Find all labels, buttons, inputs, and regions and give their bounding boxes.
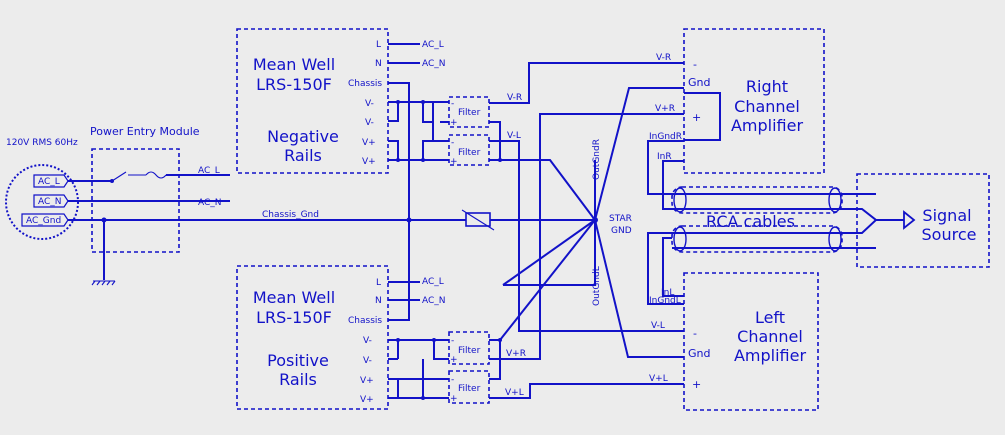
filter-1: Filter [448, 96, 490, 128]
net-in-r: InR [657, 152, 672, 162]
psu-mains-wiring: AC_L AC_N AC_L AC_N Chassis_Gnd [262, 40, 495, 321]
right-amplifier: Right Channel Amplifier - Gnd + InGndR I… [649, 28, 825, 174]
svg-text:+: + [450, 394, 458, 404]
psu-neg-pin-vm1: V- [365, 99, 374, 109]
psu-neg-pin-vp1: V+ [362, 138, 376, 148]
pem-out-l: AC_L [198, 166, 220, 176]
right-amp-minus: - [693, 58, 697, 71]
psu-pos-pin-vp2: V+ [360, 395, 374, 405]
net-vp-r-bot: V+R [506, 349, 526, 359]
mains-ac-l: AC_L [38, 177, 60, 187]
psu-pos-pin-vm1: V- [363, 336, 372, 346]
net-v-l-top: V-L [507, 131, 521, 141]
left-amp-minus: - [693, 327, 697, 340]
svg-text:+: + [450, 118, 458, 128]
pem-out-n: AC_N [198, 198, 222, 208]
svg-text:-: - [451, 375, 454, 385]
right-amp-line2: Channel [734, 97, 800, 116]
right-amp-line3: Amplifier [731, 116, 804, 135]
filter-4-label: Filter [458, 384, 481, 394]
net-chassis-gnd: Chassis_Gnd [262, 210, 319, 220]
psu-neg-line2: LRS-150F [256, 75, 332, 94]
psu-neg-pin-vp2: V+ [362, 157, 376, 167]
psu-pos-line2: LRS-150F [256, 308, 332, 327]
signal-source: Signal Source [856, 173, 990, 268]
bot-net-ac-l: AC_L [422, 277, 444, 287]
filter-3: Filter [448, 331, 490, 365]
positive-rail-wiring: - + - + V+R V+R V+L V+L V-L [388, 104, 684, 404]
filter-4: Filter [448, 370, 490, 404]
net-v-l-bot: V-L [651, 321, 665, 331]
right-amp-gnd: Gnd [688, 76, 710, 89]
mains-ac-n: AC_N [38, 197, 62, 207]
psu-neg-pin-vm2: V- [365, 118, 374, 128]
psu-pos-line1: Mean Well [253, 288, 335, 307]
psu-pos-rails2: Rails [279, 370, 317, 389]
psu-pos-pin-vm2: V- [363, 356, 372, 366]
psu-pos-pin-vp1: V+ [360, 376, 374, 386]
net-out-gnd-l: OutGndL [592, 266, 602, 306]
negative-rail-wiring: - + - + V-R V-R V-L [388, 53, 684, 332]
psu-neg-pin-l: L [376, 40, 381, 50]
net-v-r-top: V-R [656, 53, 671, 63]
net-v-r-mid: V-R [507, 93, 522, 103]
net-in-l: InL [661, 288, 674, 298]
filter-2-label: Filter [458, 148, 481, 158]
filter-1-label: Filter [458, 108, 481, 118]
psu-neg-rails2: Rails [284, 146, 322, 165]
net-vp-r-top: V+R [655, 104, 675, 114]
top-net-ac-l: AC_L [422, 40, 444, 50]
left-amp-line1: Left [755, 308, 785, 327]
mains-source: 120V RMS 60Hz AC_L AC_N AC_Gnd [5, 138, 79, 240]
filter-2: Filter [448, 134, 490, 166]
right-amp-line1: Right [746, 77, 788, 96]
svg-text:-: - [451, 138, 454, 148]
mains-label: 120V RMS 60Hz [6, 138, 78, 148]
left-amplifier: Left Channel Amplifier - Gnd + InL InGnd… [649, 272, 819, 411]
star-line2: GND [611, 226, 632, 236]
net-in-gnd-l: InGndL [649, 296, 681, 306]
top-net-ac-n: AC_N [422, 59, 446, 69]
power-entry-module: Power Entry Module AC_L AC_N [68, 125, 595, 286]
net-vp-l-right: V+L [649, 374, 668, 384]
earth-ground-icon [91, 280, 116, 286]
net-out-gnd-r: OutGndR [592, 139, 602, 180]
signal-line1: Signal [922, 206, 971, 225]
svg-text:+: + [450, 355, 458, 365]
bot-net-ac-n: AC_N [422, 296, 446, 306]
psu-neg-rails1: Negative [267, 127, 339, 146]
psu-pos-pin-l: L [376, 278, 381, 288]
mains-ac-gnd: AC_Gnd [26, 216, 61, 226]
signal-line2: Source [922, 225, 977, 244]
psu-negative: Mean Well LRS-150F Negative Rails L N Ch… [236, 28, 389, 174]
psu-positive: Mean Well LRS-150F Positive Rails L N Ch… [236, 265, 389, 410]
psu-pos-pin-chassis: Chassis [348, 316, 382, 326]
net-in-gnd-r: InGndR [649, 132, 682, 142]
psu-pos-pin-n: N [375, 296, 382, 306]
thermistor-icon [461, 209, 495, 231]
net-vp-l-bot: V+L [505, 388, 524, 398]
rca-cables: RCA cables [647, 140, 916, 305]
psu-neg-pin-chassis: Chassis [348, 79, 382, 89]
left-amp-gnd: Gnd [688, 347, 710, 360]
left-amp-line3: Amplifier [734, 346, 807, 365]
psu-neg-pin-n: N [375, 59, 382, 69]
filter-3-label: Filter [458, 346, 481, 356]
left-amp-plus: + [692, 378, 701, 391]
svg-text:-: - [451, 99, 454, 109]
svg-text:-: - [451, 336, 454, 346]
rca-label: RCA cables [706, 212, 795, 231]
star-ground: STAR GND OutGndR OutGndL [502, 87, 684, 358]
psu-neg-line1: Mean Well [253, 55, 335, 74]
right-amp-plus: + [692, 111, 701, 124]
star-line1: STAR [609, 214, 632, 224]
pem-title: Power Entry Module [90, 125, 200, 138]
psu-pos-rails1: Positive [267, 351, 329, 370]
svg-text:+: + [450, 157, 458, 167]
left-amp-line2: Channel [737, 327, 803, 346]
